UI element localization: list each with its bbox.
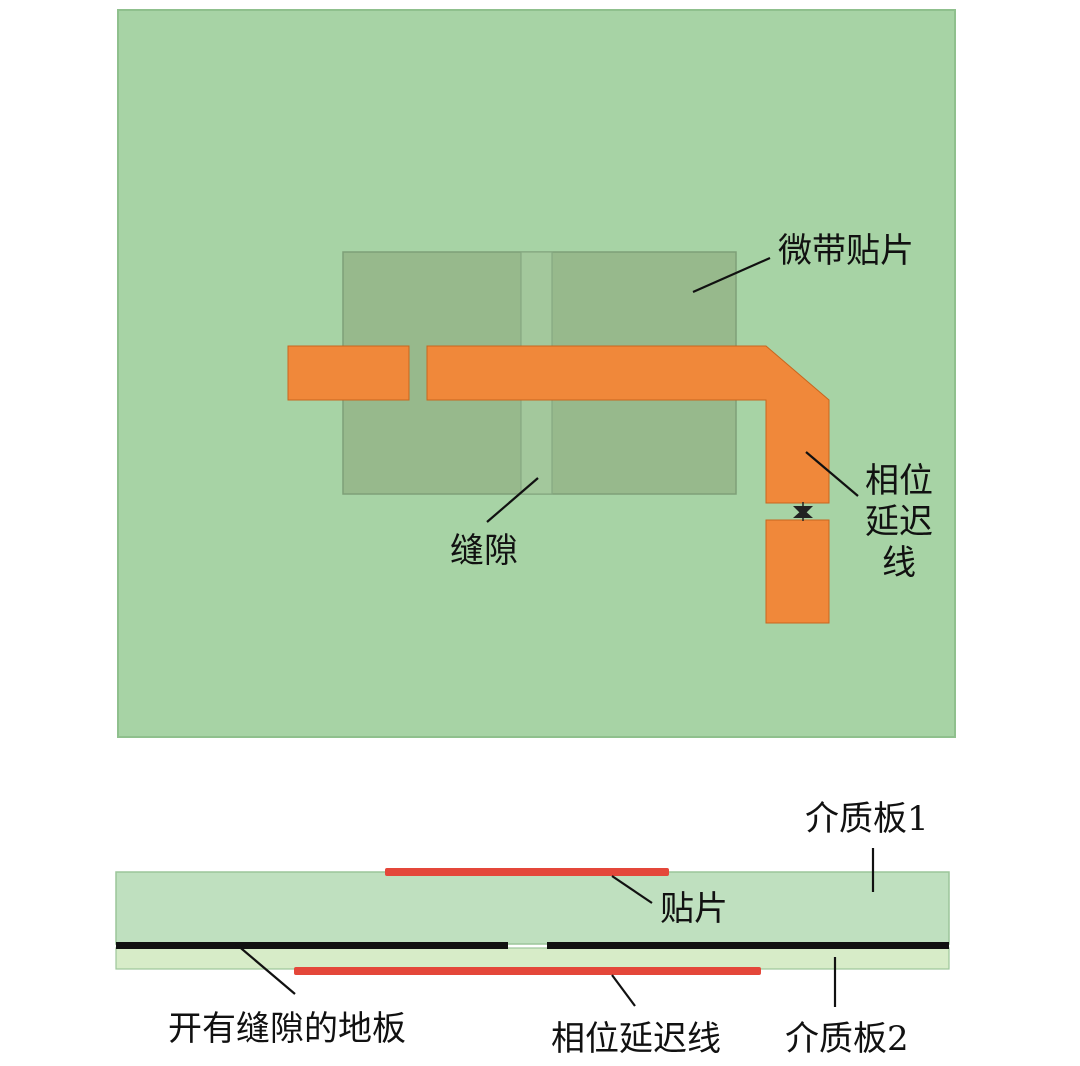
side-substrate-2 — [115, 947, 950, 970]
label-delay-line-top-line2: 延迟 — [865, 502, 933, 542]
side-delay-line-trace — [294, 967, 761, 975]
side-ground-plane-left — [116, 942, 508, 949]
leader-line-delay-line-top — [805, 451, 859, 497]
side-patch-trace — [385, 868, 669, 876]
label-delay-line-top-line3: 线 — [882, 543, 916, 583]
lumped-element-icon — [793, 502, 813, 521]
side-substrate-1 — [115, 871, 950, 945]
leader-line-delay-line-side — [611, 974, 636, 1007]
label-slotted-ground: 开有缝隙的地板 — [168, 1009, 406, 1049]
leader-line-patch — [692, 256, 771, 294]
side-view: 介质板1 贴片 开有缝隙的地板 相位延迟线 介质板2 — [115, 799, 950, 1059]
leader-line-patch-side — [611, 875, 653, 904]
leader-line-slotted-ground — [235, 943, 296, 995]
label-delay-line-top-line1: 相位 — [865, 461, 933, 501]
label-patch-side: 贴片 — [660, 889, 728, 929]
label-substrate2: 介质板2 — [785, 1019, 909, 1059]
feed-line-left-segment — [287, 345, 410, 401]
label-microstrip-patch: 微带贴片 — [778, 231, 914, 271]
side-ground-plane-right — [547, 942, 949, 949]
top-view: 微带贴片 缝隙 相位 延迟 线 — [117, 9, 956, 738]
phase-delay-line-lower-segment — [765, 519, 830, 624]
label-slot: 缝隙 — [450, 531, 518, 571]
label-substrate1: 介质板1 — [805, 799, 929, 839]
phase-delay-line-bend — [426, 345, 830, 504]
leader-line-slot — [486, 477, 539, 523]
label-delay-line-side: 相位延迟线 — [551, 1019, 721, 1059]
